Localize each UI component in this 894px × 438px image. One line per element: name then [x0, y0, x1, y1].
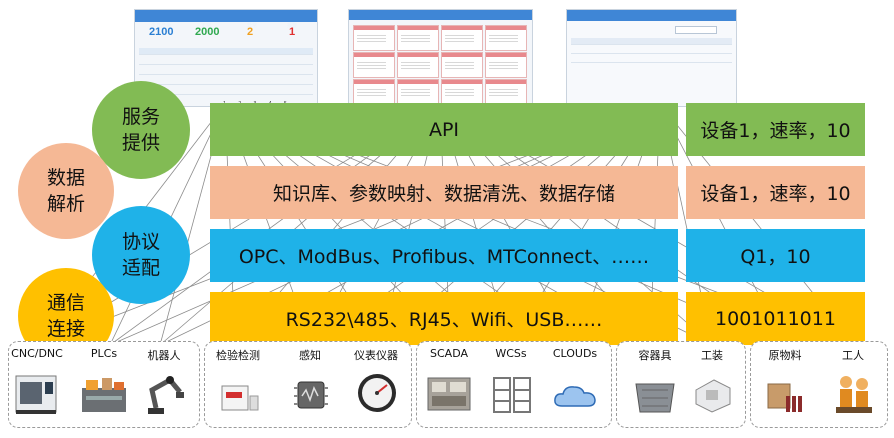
- transport-layer-bar: RS232\485、RJ45、Wifi、USB……: [210, 292, 678, 345]
- container-crate-icon: [635, 383, 675, 413]
- search-input[interactable]: [675, 26, 717, 34]
- device-card[interactable]: [397, 79, 439, 105]
- device-card[interactable]: [485, 52, 527, 78]
- device-label-raw-material: 原物料: [768, 349, 802, 362]
- stat-label-output: 今日产量: [151, 23, 172, 29]
- stage-label: 数据: [46, 167, 85, 189]
- protocol-layer-bar: OPC、ModBus、Profibus、MTConnect、……: [210, 229, 678, 282]
- stage-label: 服务: [121, 106, 160, 128]
- table-row: [571, 47, 732, 54]
- device-label-worker: 工人: [842, 349, 864, 362]
- transport-value-box: 1001011011: [686, 292, 865, 345]
- stage-label: 适配: [121, 257, 160, 279]
- stat-value-abnormal: 2: [247, 26, 254, 38]
- cards-header-bar: [349, 10, 532, 20]
- table-header-bar: [567, 10, 736, 21]
- stage-circle-service: 服务提供: [92, 81, 190, 179]
- stage-label: 提供: [121, 132, 160, 154]
- stage-circle-parsing: 数据解析: [18, 143, 114, 239]
- stage-label: 解析: [46, 193, 85, 215]
- device-card[interactable]: [485, 79, 527, 105]
- table-header-row: [571, 38, 732, 45]
- protocol-value-box: Q1，10: [686, 229, 865, 282]
- device-label-cloud: CLOUDs: [552, 347, 598, 360]
- scada-panel-icon: [427, 377, 471, 411]
- stage-label: 连接: [46, 318, 85, 340]
- robot-arm-icon: [148, 376, 184, 414]
- device-label-gauge: 仪表仪器: [354, 349, 398, 362]
- inspection-device-icon: [221, 385, 259, 411]
- table-row: [139, 78, 313, 85]
- sensor-chip-icon: [294, 381, 328, 409]
- stat-value-alarm: 1: [289, 26, 296, 38]
- fixture-tooling-icon: [695, 379, 731, 413]
- device-card[interactable]: [397, 52, 439, 78]
- device-card[interactable]: [353, 25, 395, 51]
- device-label-sensing: 感知: [299, 349, 321, 362]
- device-label-plc: PLCs: [90, 347, 118, 360]
- stat-label-normal: 正常: [201, 23, 212, 29]
- stage-circle-protocol: 协议适配: [92, 206, 190, 304]
- device-card[interactable]: [353, 52, 395, 78]
- table-row: [139, 58, 313, 65]
- device-label-robot: 机器人: [147, 349, 181, 362]
- knowledge-layer-bar: 知识库、参数映射、数据清洗、数据存储: [210, 166, 678, 219]
- cloud-icon: [554, 386, 596, 407]
- device-card[interactable]: [441, 25, 483, 51]
- stat-label-alarm: 报警: [287, 23, 298, 29]
- table-row: [139, 68, 313, 75]
- table-row: [571, 56, 732, 63]
- device-card[interactable]: [353, 79, 395, 105]
- device-label-cnc: CNC/DNC: [11, 347, 63, 360]
- stage-label: 通信: [46, 292, 85, 314]
- device-label-inspection: 检验检测: [216, 349, 260, 362]
- device-card[interactable]: [485, 25, 527, 51]
- device-card[interactable]: [397, 25, 439, 51]
- cnc-machine-icon: [15, 375, 57, 414]
- knowledge-value-box: 设备1，速率，10: [686, 166, 865, 219]
- device-label-wcs: WCSs: [495, 347, 527, 360]
- device-label-fixture: 工装: [701, 349, 723, 362]
- stat-label-abnormal: 异常: [247, 23, 258, 29]
- stat-value-normal: 2000: [195, 26, 220, 38]
- gauge-icon: [358, 374, 396, 412]
- api-layer-bar: API: [210, 103, 678, 156]
- raw-material-icon: [767, 383, 802, 412]
- device-label-scada: SCADA: [430, 347, 468, 360]
- stat-value-output: 2100: [149, 26, 174, 38]
- warehouse-rack-icon: [493, 377, 531, 413]
- device-card[interactable]: [441, 79, 483, 105]
- dashboard-header-bar: [135, 10, 317, 22]
- device-card[interactable]: [441, 52, 483, 78]
- table-row: [139, 88, 313, 95]
- plc-icon: [82, 378, 126, 412]
- screenshot-device-cards: [348, 9, 533, 107]
- stage-label: 协议: [121, 231, 160, 253]
- worker-icon: [836, 376, 872, 413]
- table-row: [139, 48, 313, 55]
- device-label-container: 容器具: [638, 349, 672, 362]
- api-value-box: 设备1，速率，10: [686, 103, 865, 156]
